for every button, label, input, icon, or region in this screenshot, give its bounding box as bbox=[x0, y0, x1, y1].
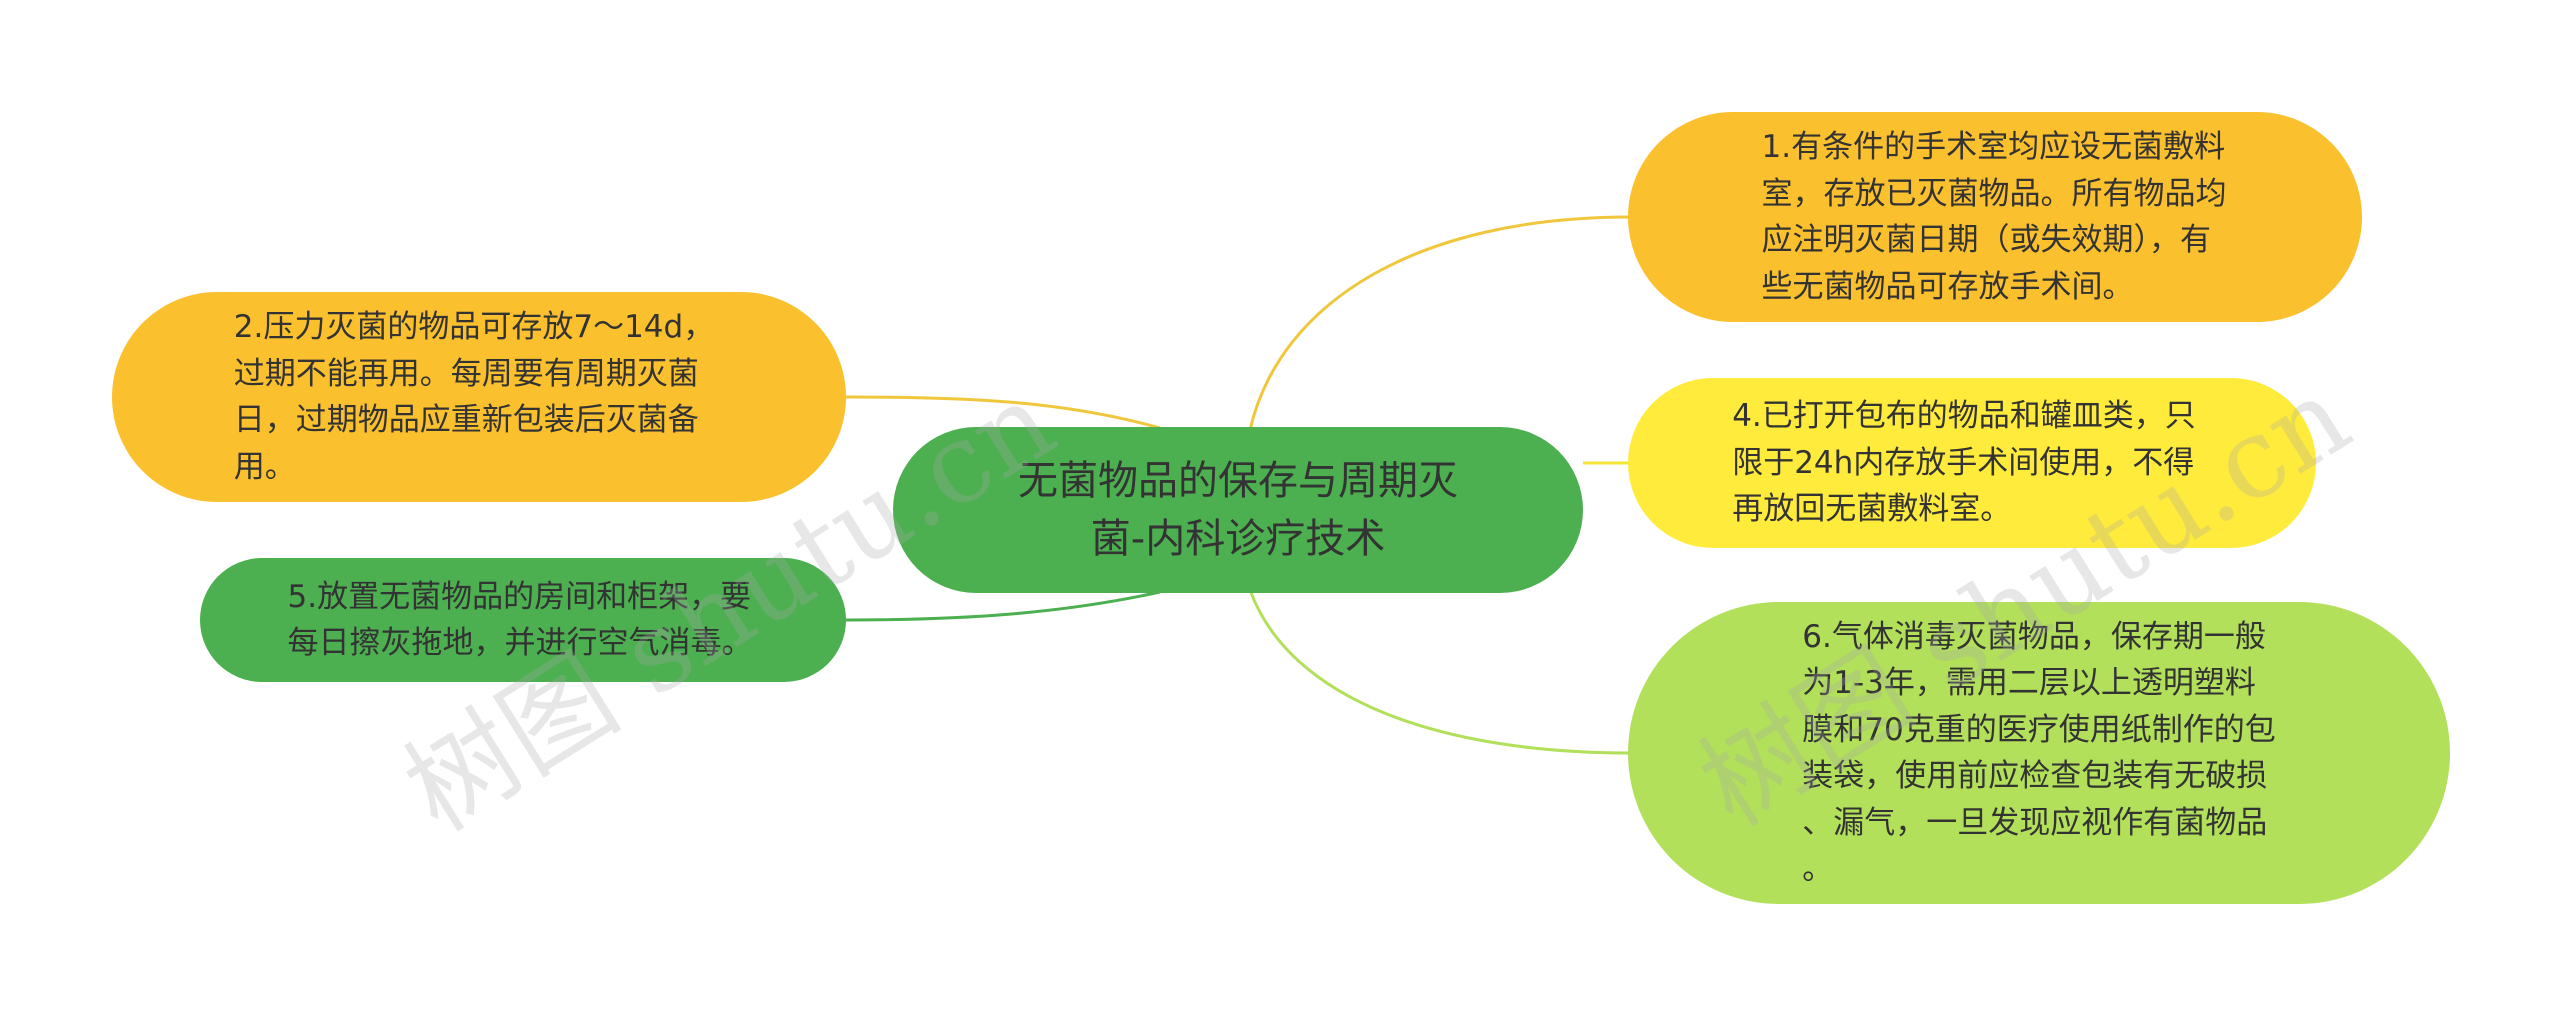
link-to-node-1 bbox=[1248, 215, 1631, 431]
topic-node-1-text: 1.有条件的手术室均应设无菌敷料 室，存放已灭菌物品。所有物品均 应注明灭菌日期… bbox=[1761, 129, 2227, 305]
topic-node-5[interactable]: 5.放置无菌物品的房间和柜架，要 每日擦灰拖地，并进行空气消毒。 bbox=[200, 558, 846, 682]
topic-node-6-text: 6.气体消毒灭菌物品，保存期一般 为1-3年，需用二层以上透明塑料 膜和70克重… bbox=[1802, 618, 2276, 888]
topic-node-4[interactable]: 4.已打开包布的物品和罐皿类，只 限于24h内存放手术间使用，不得 再放回无菌敷… bbox=[1628, 378, 2316, 548]
topic-node-1[interactable]: 1.有条件的手术室均应设无菌敷料 室，存放已灭菌物品。所有物品均 应注明灭菌日期… bbox=[1628, 112, 2362, 322]
topic-node-5-text: 5.放置无菌物品的房间和柜架，要 每日擦灰拖地，并进行空气消毒。 bbox=[287, 578, 753, 662]
topic-node-2[interactable]: 2.压力灭菌的物品可存放7～14d， 过期不能再用。每周要有周期灭菌 日，过期物… bbox=[112, 292, 846, 502]
link-to-node-2 bbox=[845, 395, 1161, 430]
link-to-node-5 bbox=[845, 590, 1161, 622]
central-topic-text: 无菌物品的保存与周期灭 菌-内科诊疗技术 bbox=[1018, 458, 1458, 562]
topic-node-2-text: 2.压力灭菌的物品可存放7～14d， 过期不能再用。每周要有周期灭菌 日，过期物… bbox=[233, 309, 715, 485]
topic-node-6[interactable]: 6.气体消毒灭菌物品，保存期一般 为1-3年，需用二层以上透明塑料 膜和70克重… bbox=[1628, 602, 2450, 904]
link-to-node-6 bbox=[1248, 589, 1631, 755]
topic-node-4-text: 4.已打开包布的物品和罐皿类，只 限于24h内存放手术间使用，不得 再放回无菌敷… bbox=[1732, 398, 2196, 528]
central-topic-node[interactable]: 无菌物品的保存与周期灭 菌-内科诊疗技术 bbox=[893, 427, 1583, 593]
